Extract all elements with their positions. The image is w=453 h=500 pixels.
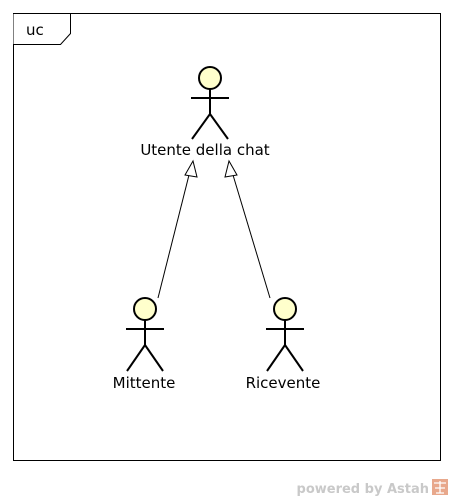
actor-head [198,66,222,90]
powered-by-text: powered by Astah [297,482,429,497]
actor-label: Utente della chat [140,141,269,159]
actor-left-leg [266,344,286,372]
actor-label: Mittente [113,374,176,392]
actor-mittente[interactable]: Mittente [113,297,176,392]
actor-head [133,297,157,321]
frame-label: uc [26,21,44,39]
astah-logo-icon [432,479,448,495]
actor-right-leg [284,344,304,372]
actor-head [273,297,297,321]
actor-utente-della-chat[interactable]: Utente della chat [140,66,270,159]
generalization-line-ricevente [232,174,271,299]
frame-tag [13,13,71,45]
generalization-arrowhead-mittente [184,159,198,178]
actor-right-leg [209,113,229,140]
actor-label: Ricevente [246,374,321,392]
actor-right-leg [144,344,164,372]
generalization-line-mittente [157,174,190,299]
generalization-arrowhead-ricevente [224,159,238,178]
actor-left-leg [126,344,146,372]
diagram-frame [13,13,441,461]
actor-ricevente[interactable]: Ricevente [246,297,321,392]
actor-left-leg [191,113,211,140]
